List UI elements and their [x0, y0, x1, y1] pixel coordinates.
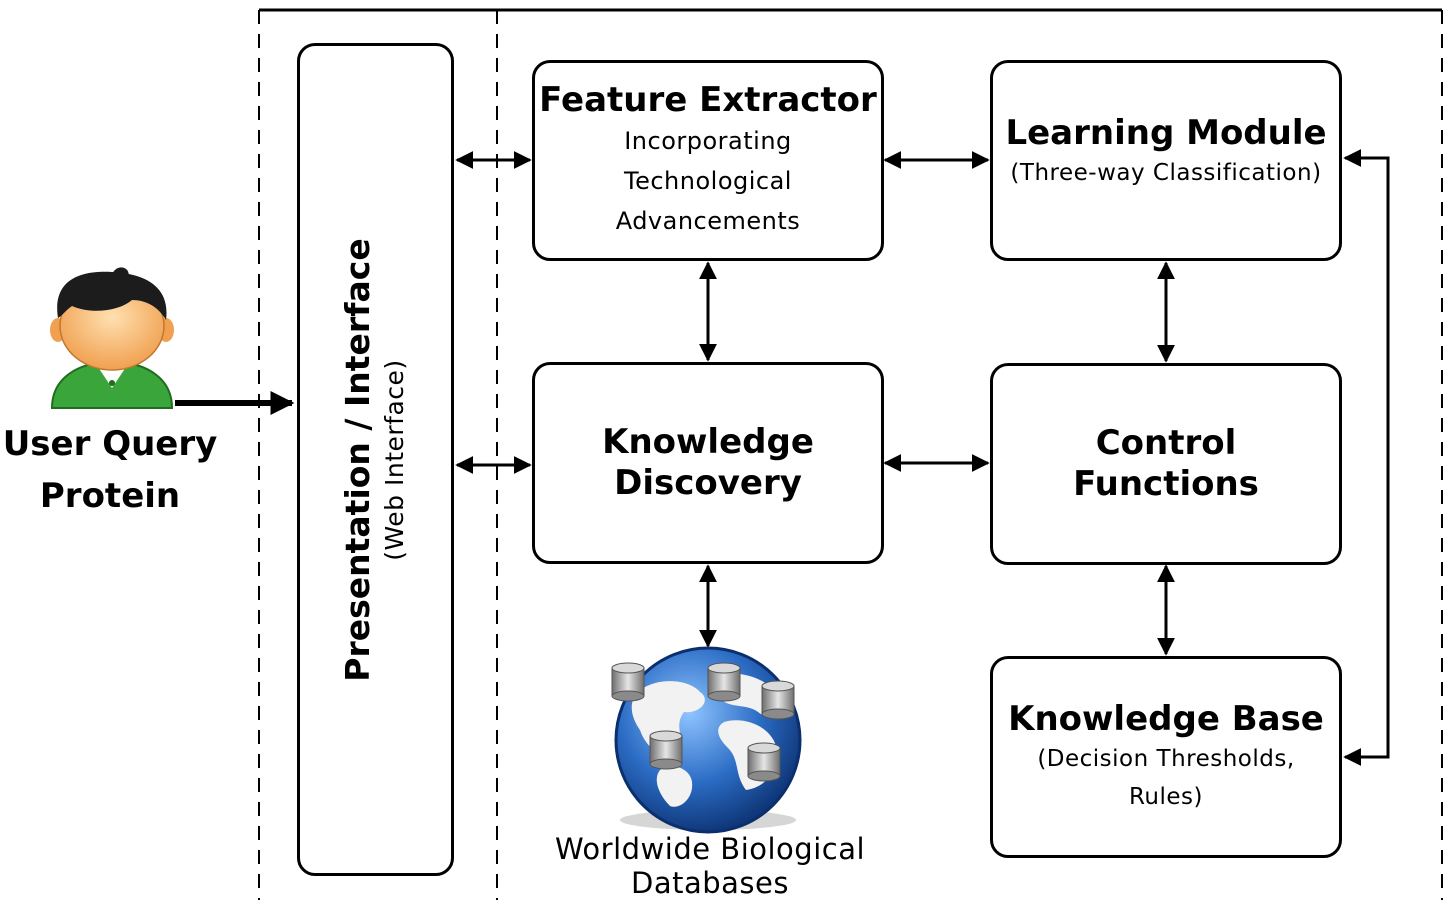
knowledge-discovery-box: Knowledge Discovery [532, 362, 884, 564]
user-person-icon [50, 267, 174, 409]
control-functions-box: Control Functions [990, 363, 1342, 565]
knowledge-discovery-title: Knowledge Discovery [602, 422, 814, 503]
database-cylinder-icon [707, 662, 741, 702]
user-query-label: User Query Protein [2, 424, 218, 516]
feature-extractor-title: Feature Extractor [539, 80, 877, 120]
globe-database-icon [611, 646, 802, 834]
feature-extractor-box: Feature Extractor Incorporating Technolo… [532, 60, 884, 261]
presentation-interface-subtitle: (Web Interface) [380, 359, 409, 561]
knowledge-base-box: Knowledge Base (Decision Thresholds, Rul… [990, 656, 1342, 858]
presentation-interface-title: Presentation / Interface [338, 238, 377, 682]
presentation-interface-text: Presentation / Interface (Web Interface) [338, 110, 412, 810]
database-cylinder-icon [649, 730, 683, 770]
arrow-knowledge-base-learning-module-loop [1343, 149, 1390, 766]
database-cylinder-icon [611, 662, 645, 702]
knowledge-base-subtitle: (Decision Thresholds, Rules) [1037, 745, 1295, 810]
learning-module-subtitle: (Three-way Classification) [1010, 160, 1322, 186]
presentation-interface-panel [297, 43, 454, 876]
learning-module-box: Learning Module (Three-way Classificatio… [990, 60, 1342, 261]
feature-extractor-subtitle: Incorporating Technological Advancements [615, 127, 801, 235]
database-cylinder-icon [747, 742, 781, 782]
databases-label: Worldwide Biological Databases [554, 832, 866, 900]
knowledge-base-title: Knowledge Base [1008, 698, 1324, 739]
control-functions-title: Control Functions [1073, 423, 1259, 504]
learning-module-title: Learning Module [1005, 113, 1327, 153]
database-cylinder-icon [761, 680, 795, 720]
